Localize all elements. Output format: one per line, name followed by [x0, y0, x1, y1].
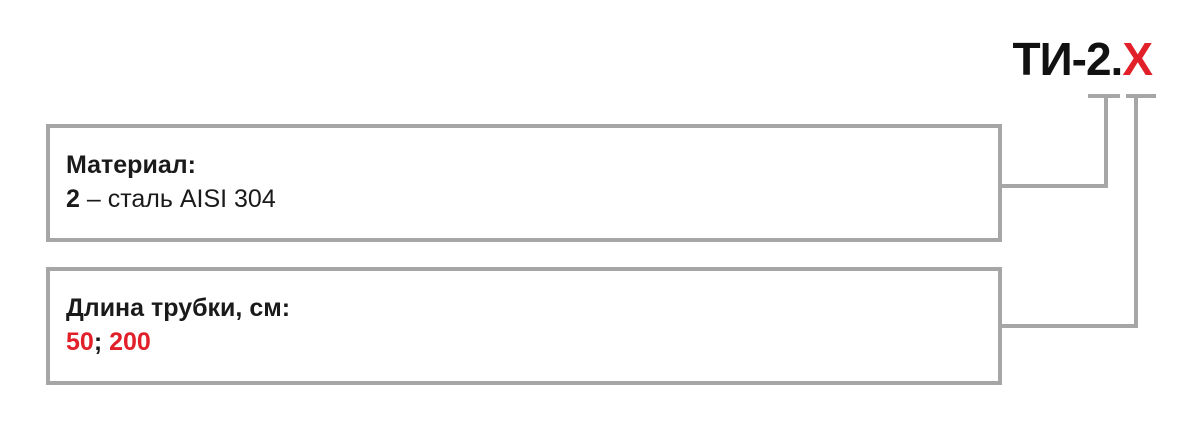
connector-material [1002, 96, 1108, 188]
material-value-code: 2 [66, 185, 80, 213]
model-code-prefix: ТИ-2. [1012, 33, 1123, 85]
material-value: 2 – сталь AISI 304 [66, 182, 982, 216]
model-code-variable: X [1122, 33, 1153, 85]
material-box: Материал: 2 – сталь AISI 304 [46, 124, 1002, 242]
material-value-text: – сталь AISI 304 [79, 185, 276, 213]
length-option-200: 200 [109, 328, 151, 356]
model-code: ТИ-2.X [1012, 33, 1153, 85]
material-title: Материал: [66, 151, 196, 179]
length-option-50: 50 [66, 328, 94, 356]
length-values: 50; 200 [66, 325, 982, 359]
length-box: Длина трубки, см: 50; 200 [46, 267, 1002, 385]
connector-length [1002, 96, 1138, 328]
length-separator: ; [93, 328, 110, 356]
length-title: Длина трубки, см: [66, 294, 291, 322]
